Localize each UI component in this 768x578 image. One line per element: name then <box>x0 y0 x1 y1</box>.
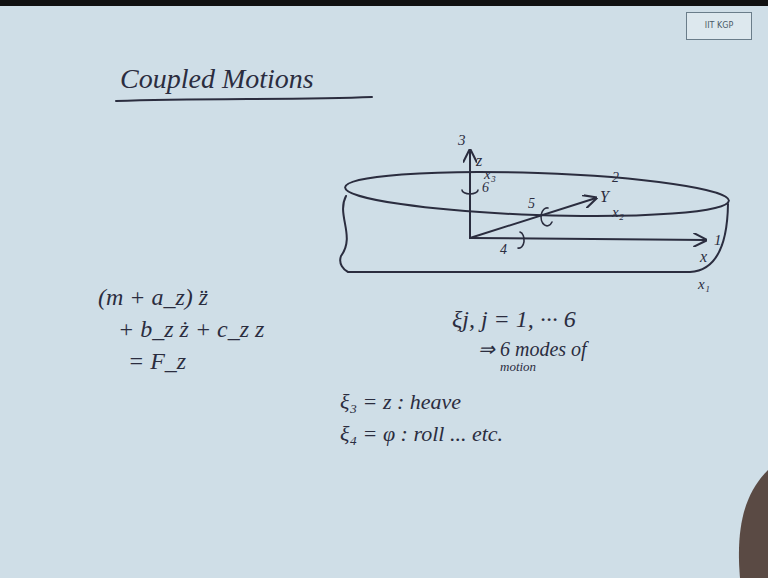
equation: (m + a_z) z̈ <box>98 284 208 310</box>
hull-deck <box>344 166 729 221</box>
yaw-arrow <box>462 190 478 194</box>
axis-name: x <box>700 248 707 266</box>
axis-name: Y <box>600 188 609 206</box>
axis-number: 2 <box>612 170 619 185</box>
mode-definition: ξ₄ = φ : roll ... etc. <box>340 422 503 446</box>
axis-name: z <box>476 152 482 170</box>
mode-definition: ξ₃ = z : heave <box>340 390 461 414</box>
logo-stamp: IIT KGP <box>686 12 752 40</box>
axis-number: 1 <box>714 232 722 249</box>
slide-title: Coupled Motions <box>120 64 314 95</box>
frame-edge <box>0 0 768 6</box>
pitch-arrow <box>541 208 552 226</box>
hull-body <box>340 196 728 272</box>
x-axis <box>470 238 706 240</box>
axis-number: 3 <box>458 132 466 149</box>
mode-number: 6 <box>482 180 489 195</box>
axis-name: x₂ <box>612 204 624 221</box>
axis-name: x₁ <box>698 276 710 293</box>
equation: + b_z ż + c_z z <box>118 316 264 342</box>
stamp-text: IIT KGP <box>705 22 733 31</box>
mode-index: ξj, j = 1, ··· 6 <box>452 306 576 332</box>
mode-number: 5 <box>528 196 535 211</box>
roll-arrow <box>518 232 524 248</box>
mode-number: 4 <box>500 242 507 257</box>
note-text: motion <box>500 360 536 374</box>
hand-shadow <box>739 470 768 578</box>
note-text: ⇒ 6 modes of <box>478 338 587 360</box>
equation: = F_z <box>128 348 186 374</box>
title-underline <box>116 97 372 101</box>
